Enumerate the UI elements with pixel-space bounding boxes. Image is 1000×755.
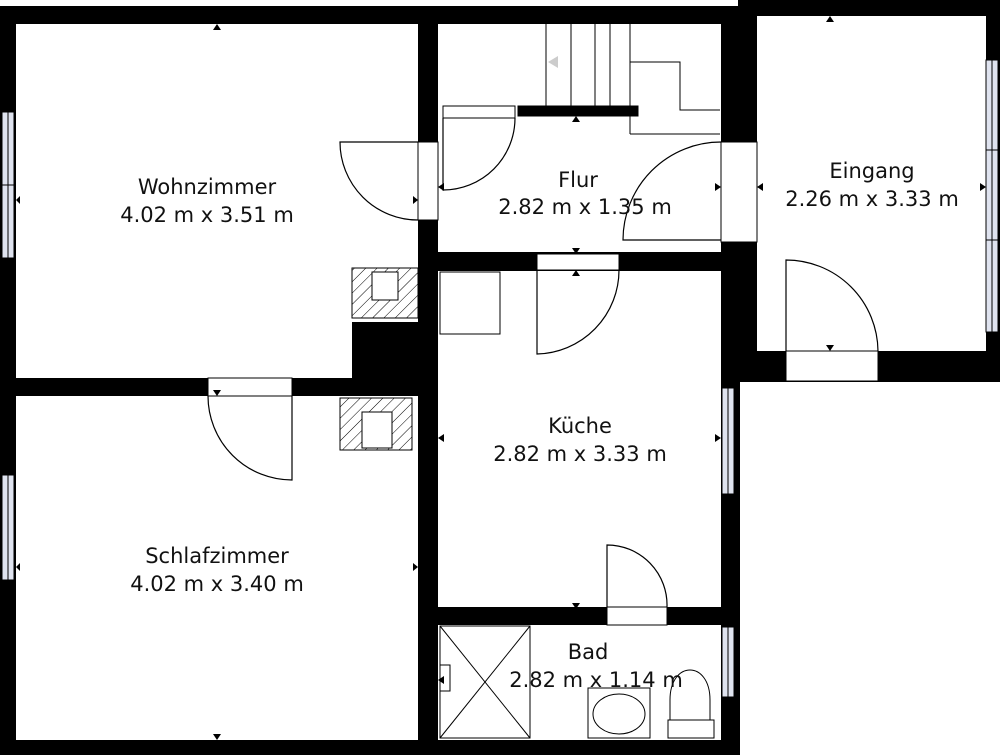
door-openings xyxy=(207,105,879,626)
eingang-floor xyxy=(757,16,986,351)
dimension-markers xyxy=(16,16,986,740)
flur-name: Flur xyxy=(558,168,598,192)
kitchen-cabinet xyxy=(439,271,501,335)
schlafzimmer-floor xyxy=(16,396,418,740)
chimney-icon xyxy=(339,267,419,451)
eingang-size: 2.26 m x 3.33 m xyxy=(785,187,959,211)
bad-size: 2.82 m x 1.14 m xyxy=(509,668,683,692)
toilet-icon xyxy=(667,669,715,739)
schlafzimmer-size: 4.02 m x 3.40 m xyxy=(130,572,304,596)
kueche-size: 2.82 m x 3.33 m xyxy=(493,442,667,466)
bad-name: Bad xyxy=(568,640,609,664)
wohnzimmer-floor xyxy=(16,24,418,378)
wall-notch xyxy=(352,322,418,382)
door-swing-icon xyxy=(207,117,879,608)
room-floors xyxy=(16,16,986,740)
schlafzimmer-name: Schlafzimmer xyxy=(145,544,289,568)
eingang-name: Eingang xyxy=(829,159,914,183)
shower-icon xyxy=(439,625,531,739)
wohnzimmer-size: 4.02 m x 3.51 m xyxy=(120,203,294,227)
window-icon xyxy=(1,59,999,698)
flur-size: 2.82 m x 1.35 m xyxy=(498,195,672,219)
stairs-icon xyxy=(517,24,720,135)
wohnzimmer-name: Wohnzimmer xyxy=(138,175,277,199)
room-labels: Wohnzimmer 4.02 m x 3.51 m Flur 2.82 m x… xyxy=(120,159,959,692)
sink-icon xyxy=(587,687,651,739)
kueche-name: Küche xyxy=(548,414,612,438)
